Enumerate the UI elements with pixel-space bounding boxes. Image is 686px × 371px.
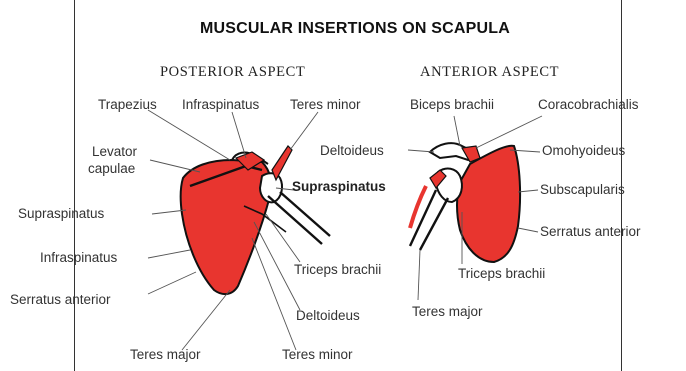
label-trapezius: Trapezius (98, 97, 157, 113)
label-triceps-anterior: Triceps brachii (458, 266, 545, 282)
label-deltoideus-anterior: Deltoideus (320, 143, 384, 159)
label-teres-minor-top: Teres minor (290, 97, 361, 113)
label-biceps-brachii: Biceps brachii (410, 97, 494, 113)
posterior-humerus-shaft-1 (268, 196, 322, 244)
label-infraspinatus-top: Infraspinatus (182, 97, 259, 113)
label-omohyoideus: Omohyoideus (542, 143, 625, 159)
label-levator-2: capulae (88, 161, 135, 177)
label-supraspinatus-mid: Supraspinatus (292, 179, 386, 195)
label-teres-major-posterior: Teres major (130, 347, 201, 363)
label-coracobrachialis: Coracobrachialis (538, 97, 639, 113)
anterior-scapula (410, 143, 520, 262)
label-teres-minor-bottom: Teres minor (282, 347, 353, 363)
anterior-humerus-head (410, 186, 426, 228)
label-triceps-posterior: Triceps brachii (294, 262, 381, 278)
posterior-teres-strip (272, 146, 292, 180)
anterior-scapula-body (457, 146, 520, 262)
label-deltoideus-posterior: Deltoideus (296, 308, 360, 324)
label-supraspinatus-left: Supraspinatus (18, 206, 104, 222)
label-teres-major-anterior: Teres major (412, 304, 483, 320)
label-infraspinatus-left: Infraspinatus (40, 250, 117, 266)
label-serratus-left: Serratus anterior (10, 292, 111, 308)
posterior-scapula-body (181, 160, 272, 294)
label-levator-1: Levator (92, 144, 137, 160)
label-serratus-anterior-right: Serratus anterior (540, 224, 641, 240)
label-subscapularis: Subscapularis (540, 182, 625, 198)
anterior-humerus-shaft-2 (420, 198, 448, 250)
